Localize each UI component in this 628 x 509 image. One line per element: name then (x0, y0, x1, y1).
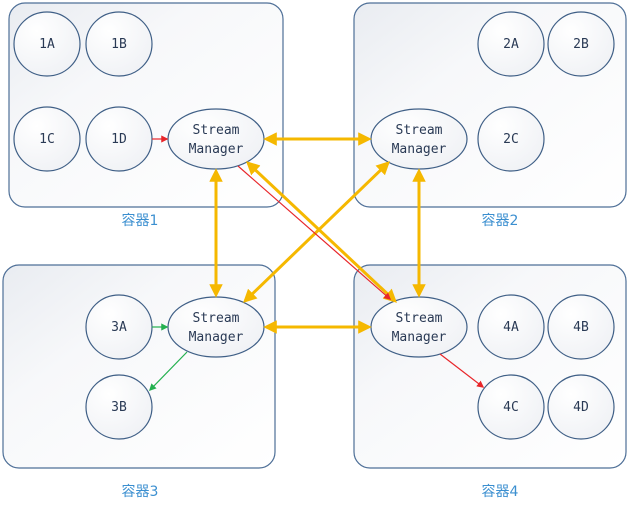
node-4b-label: 4B (573, 320, 589, 335)
node-2a-label: 2A (503, 37, 519, 52)
node-2c-label: 2C (503, 132, 519, 147)
node-2a (477, 11, 545, 77)
stream-manager-4-line2: Manager (392, 330, 447, 345)
container-3-box (2, 264, 276, 469)
container-3: 容器3 3A 3B Stream Manager (2, 264, 276, 500)
stream-manager-2-line2: Manager (392, 142, 447, 157)
stream-manager-3-line2: Manager (189, 330, 244, 345)
node-2b (547, 11, 615, 77)
node-1d-label: 1D (111, 132, 127, 147)
node-1b-label: 1B (111, 37, 127, 52)
node-1c (13, 106, 81, 172)
stream-manager-1 (167, 108, 265, 170)
node-3b (85, 374, 153, 440)
node-1a-label: 1A (39, 37, 55, 52)
node-4a-label: 4A (503, 320, 519, 335)
node-1b (85, 11, 153, 77)
container-2-label: 容器2 (482, 212, 519, 229)
stream-manager-3-line1: Stream (193, 311, 240, 326)
red-links (152, 135, 485, 388)
container-3-label: 容器3 (122, 483, 159, 500)
container-1-label: 容器1 (122, 212, 159, 229)
stream-manager-2 (370, 108, 468, 170)
node-1c-label: 1C (39, 132, 55, 147)
stream-manager-4 (370, 296, 468, 358)
node-3a-label: 3A (111, 320, 127, 335)
manager-links (209, 132, 426, 334)
node-4d (547, 374, 615, 440)
arrow-sm3-to-3b (148, 351, 188, 392)
container-4: 容器4 4A 4B 4C 4D Stream Manager (353, 264, 627, 500)
stream-manager-2-line1: Stream (396, 123, 443, 138)
stream-manager-1-line2: Manager (189, 142, 244, 157)
stream-manager-4-line1: Stream (396, 311, 443, 326)
link-sm2-sm3 (243, 161, 390, 303)
stream-manager-1-line1: Stream (193, 123, 240, 138)
container-1: 容器1 1A 1B 1C 1D Stream Manager (8, 2, 284, 229)
arrow-sm1-to-sm4 (237, 165, 392, 300)
container-4-label: 容器4 (482, 483, 519, 500)
node-4a (477, 294, 545, 360)
node-4c (477, 374, 545, 440)
arrow-sm4-to-4c (439, 353, 485, 388)
node-2b-label: 2B (573, 37, 589, 52)
green-links (148, 323, 188, 392)
node-3b-label: 3B (111, 400, 127, 415)
node-4c-label: 4C (503, 400, 519, 415)
stream-manager-3 (167, 296, 265, 358)
container-2: 容器2 2A 2B 2C Stream Manager (353, 2, 627, 229)
node-4d-label: 4D (573, 400, 589, 415)
node-4b (547, 294, 615, 360)
node-2c (477, 106, 545, 172)
node-1a (13, 11, 81, 77)
